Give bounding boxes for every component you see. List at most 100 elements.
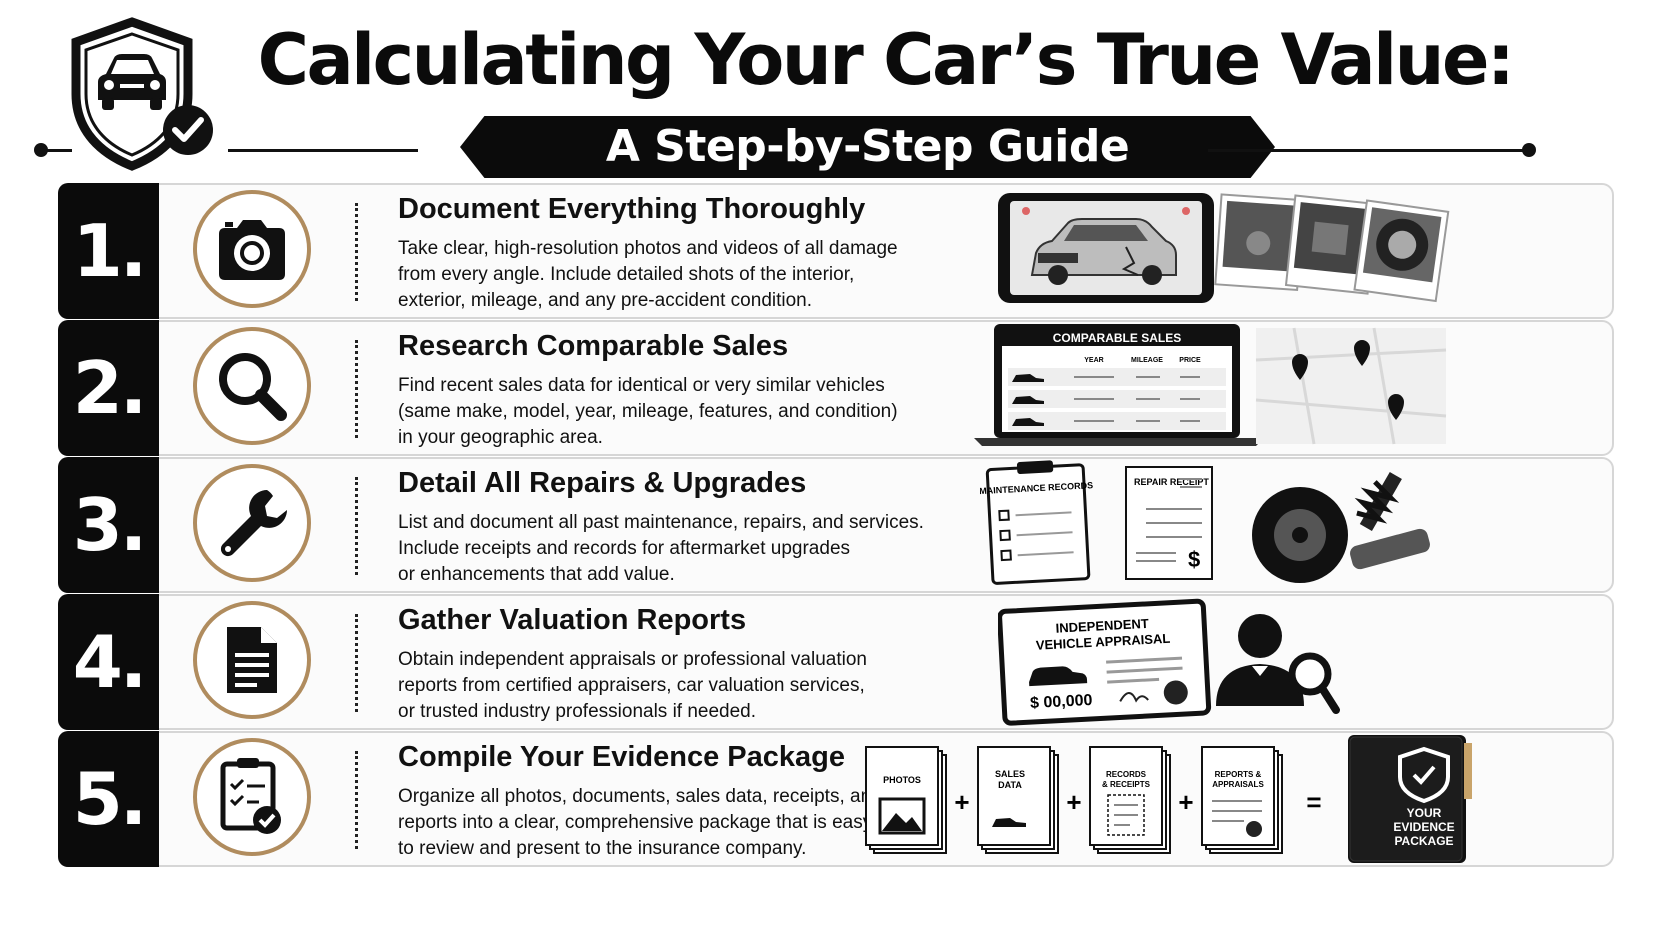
doc-label: & RECEIPTS (1102, 780, 1151, 789)
step-icon-circle (193, 738, 311, 856)
divider-dots (355, 340, 358, 438)
dollar-icon: $ (1188, 547, 1200, 572)
step-number-block (58, 457, 159, 593)
step-icon-circle (193, 190, 311, 308)
camera-icon (219, 220, 285, 280)
plus-sign: + (1178, 787, 1193, 817)
plus-sign: + (1066, 787, 1081, 817)
step-heading: Detail All Repairs & Upgrades (398, 467, 807, 499)
comparable-sales-illustration: COMPARABLE SALES YEAR MILEAGE PRICE (974, 324, 1447, 446)
doc-label: APPRAISALS (1212, 780, 1264, 789)
appraisal-title-2: VEHICLE APPRAISAL (1035, 631, 1170, 653)
description-line: from every angle. Include detailed shots… (398, 264, 855, 285)
step-number: 4. (72, 620, 147, 704)
magnifier-icon (219, 353, 287, 421)
description-line: or enhancements that add value. (398, 564, 675, 585)
step-card (58, 457, 1614, 593)
step-number-block (58, 320, 159, 456)
step-5: 5. Compile Your Evidence Package Organiz… (58, 731, 1614, 867)
step-description: Obtain independent appraisals or profess… (398, 647, 998, 725)
binder-label: YOUR (1407, 806, 1442, 820)
document-icon (227, 627, 277, 693)
appraisal-amount: $ 00,000 (1030, 692, 1093, 712)
step-number-block (58, 731, 159, 867)
shield-check-logo (71, 17, 213, 171)
doc-label: RECORDS (1106, 770, 1147, 779)
description-line: to review and present to the insurance c… (398, 838, 807, 859)
title-rule-left-inner (228, 149, 418, 152)
divider-dots (355, 477, 358, 575)
evidence-package-illustration: PHOTOS + SALES DATA + RECORDS & RECEIPTS… (865, 735, 1472, 863)
appraisal-illustration: INDEPENDENT VEHICLE APPRAISAL $ 00,000 (998, 598, 1340, 726)
comparable-sales-title: COMPARABLE SALES (1053, 331, 1181, 345)
step-heading: Gather Valuation Reports (398, 604, 747, 636)
step-3: 3. Detail All Repairs & Upgrades List an… (58, 457, 1614, 593)
step-number-block (58, 594, 159, 730)
description-line: Find recent sales data for identical or … (398, 375, 885, 396)
subtitle-banner (460, 116, 1275, 178)
divider-dots (355, 751, 358, 849)
appraisal-title-1: INDEPENDENT (1055, 616, 1149, 636)
sales-data-doc: SALES DATA (977, 746, 1059, 854)
binder-label: PACKAGE (1394, 834, 1453, 848)
divider-dots (355, 203, 358, 301)
step-icon-circle (193, 464, 311, 582)
doc-label: REPORTS & (1215, 770, 1262, 779)
step-description: Organize all photos, documents, sales da… (398, 784, 998, 862)
step-card (58, 594, 1614, 730)
column-mileage: MILEAGE (1131, 357, 1163, 364)
wrench-icon (220, 490, 287, 557)
evidence-binder-icon: YOUR EVIDENCE PACKAGE (1348, 735, 1472, 863)
title-rule-right (1208, 149, 1528, 152)
doc-label: PHOTOS (883, 775, 921, 785)
doc-label: DATA (998, 780, 1022, 790)
description-line: reports from certified appraisers, car v… (398, 675, 865, 696)
map-icon (1255, 327, 1447, 445)
doc-label: SALES (995, 769, 1025, 779)
tire-icon (1252, 487, 1348, 583)
step-1: 1. Document Everything Thoroughly Take c… (58, 183, 1614, 319)
description-line: reports into a clear, comprehensive pack… (398, 812, 873, 833)
step-icon-circle (193, 601, 311, 719)
description-line: (same make, model, year, mileage, featur… (398, 401, 898, 422)
checklist-icon (220, 758, 281, 834)
title-rule-left (40, 149, 72, 152)
description-line: Include receipts and records for afterma… (398, 538, 851, 559)
repairs-illustration: MAINTENANCE RECORDS REPAIR RECEIPT $ (980, 460, 1430, 585)
repair-receipt-label: REPAIR RECEIPT (1134, 477, 1209, 487)
step-description: List and document all past maintenance, … (398, 510, 998, 588)
binder-label: EVIDENCE (1393, 820, 1454, 834)
column-year: YEAR (1084, 357, 1103, 364)
step-heading: Compile Your Evidence Package (398, 741, 845, 773)
page-title: Calculating Your Car’s True Value: (257, 19, 1515, 101)
step-icon-circle (193, 327, 311, 445)
rule-dot-right (1522, 143, 1536, 157)
step-number: 2. (72, 346, 147, 430)
records-doc: RECORDS & RECEIPTS (1089, 746, 1171, 854)
column-price: PRICE (1179, 357, 1201, 364)
description-line: Obtain independent appraisals or profess… (398, 649, 867, 670)
plus-sign: + (954, 787, 969, 817)
damage-photos-illustration (998, 193, 1450, 303)
description-line: Take clear, high-resolution photos and v… (398, 238, 898, 259)
equals-sign: = (1306, 787, 1321, 817)
step-description: Find recent sales data for identical or … (398, 373, 998, 451)
step-number: 1. (72, 209, 147, 293)
step-number-block (58, 183, 159, 319)
page-subtitle: A Step-by-Step Guide (605, 121, 1130, 172)
description-line: Organize all photos, documents, sales da… (398, 786, 882, 807)
step-2: 2. Research Comparable Sales Find recent… (58, 320, 1614, 456)
reports-doc: REPORTS & APPRAISALS (1201, 746, 1283, 854)
description-line: in your geographic area. (398, 427, 603, 448)
description-line: exterior, mileage, and any pre-accident … (398, 290, 813, 311)
photos-doc: PHOTOS (865, 746, 947, 854)
divider-dots (355, 614, 358, 712)
step-heading: Research Comparable Sales (398, 330, 789, 362)
description-line: or trusted industry professionals if nee… (398, 701, 757, 722)
suspension-icon (1350, 472, 1430, 570)
damaged-car-icon (1030, 218, 1177, 285)
appraiser-silhouette-icon (1216, 614, 1304, 706)
step-number: 5. (72, 757, 147, 841)
step-number: 3. (72, 483, 147, 567)
description-line: List and document all past maintenance, … (398, 512, 924, 533)
